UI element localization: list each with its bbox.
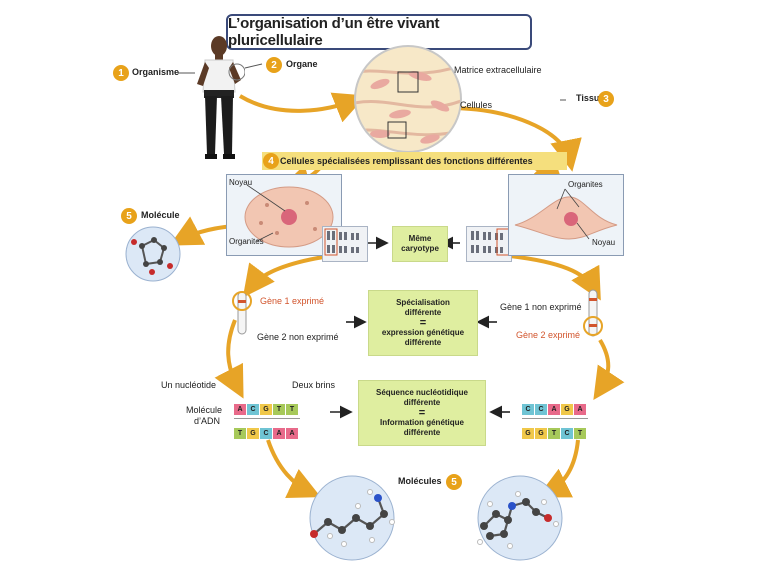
step-2-badge: 2: [266, 57, 282, 73]
right-cell-panel: [508, 174, 624, 256]
chromosome-right: [583, 289, 603, 337]
right-cell-image: [514, 188, 618, 240]
step-5-badge-bottom: 5: [446, 474, 462, 490]
arrow-to-mol-left: [266, 439, 321, 499]
arrow-to-gene-right: [509, 254, 601, 301]
nucleotide-g: G: [535, 428, 547, 439]
specialisation-line-2: différente: [404, 308, 442, 317]
specialisation-line-4: expression génétique: [381, 328, 465, 337]
person-figure: [197, 36, 245, 159]
arrow-tissu-cellules: [454, 106, 582, 172]
left-noyau-label: Noyau: [229, 178, 253, 187]
caryotype-line-2: caryotype: [401, 244, 439, 253]
molecule-adn-label-2: d’ADN: [194, 416, 221, 426]
meme-caryotype-box: Même caryotype: [392, 226, 448, 262]
chromosome-left: [232, 291, 252, 335]
step-3-badge: 3: [598, 91, 614, 107]
sequence-line-2: différente: [403, 398, 441, 407]
nucleotide-a: A: [286, 428, 298, 439]
arrow-organe-tissu: [238, 92, 367, 123]
gene1-exprime-left: Gène 1 exprimé: [260, 296, 325, 306]
cellules-specialisees-banner: Cellules spécialisées remplissant des fo…: [262, 152, 567, 170]
specialisation-box: Spécialisation différente = expression g…: [368, 290, 478, 356]
nucleotide-t: T: [548, 428, 560, 439]
matrice-label: Matrice extracellulaire: [454, 65, 542, 75]
organe-label: Organe: [286, 59, 318, 69]
cellules-specialisees-label: Cellules spécialisées remplissant des fo…: [280, 156, 533, 166]
sequence-line-5: différente: [403, 428, 441, 437]
molecules-label: Molécules: [398, 476, 442, 486]
page-title: L’organisation d’un être vivant pluricel…: [226, 14, 532, 50]
arrow-to-dna-left: [214, 319, 244, 399]
nucleotide-g: G: [260, 404, 272, 415]
specialisation-line-3: =: [419, 317, 427, 329]
right-organites-label: Organites: [568, 180, 603, 189]
cellules-label: Cellules: [460, 100, 493, 110]
molecule-sphere-bottom-right: [477, 475, 563, 561]
sequence-line-4: Information génétique: [380, 418, 464, 427]
organisme-label: Organisme: [132, 67, 180, 77]
step-1-badge: 1: [113, 65, 129, 81]
nucleotide-t: T: [234, 428, 246, 439]
nucleotide-c: C: [247, 404, 259, 415]
nucleotide-g: G: [561, 404, 573, 415]
right-noyau-label: Noyau: [592, 238, 616, 247]
sequence-line-3: =: [418, 407, 426, 419]
right-karyotype: [466, 226, 512, 262]
molecule-adn-label-1: Molécule: [186, 405, 223, 415]
molecule-label: Molécule: [141, 210, 180, 220]
nucleotide-g: G: [522, 428, 534, 439]
nucleotide-label: Un nucléotide: [161, 380, 217, 390]
nucleotide-a: A: [234, 404, 246, 415]
nucleotide-t: T: [273, 404, 285, 415]
molecule-sphere-left: [125, 226, 181, 282]
gene2-non-exprime-left: Gène 2 non exprimé: [257, 332, 339, 342]
nucleotide-c: C: [561, 428, 573, 439]
step-5-badge-left: 5: [121, 208, 137, 224]
gene1-non-exprime-right: Gène 1 non exprimé: [500, 302, 582, 312]
deux-brins-label: Deux brins: [292, 380, 336, 390]
nucleotide-c: C: [522, 404, 534, 415]
arrow-to-gene-left: [242, 254, 331, 298]
nucleotide-c: C: [260, 428, 272, 439]
nucleotide-a: A: [548, 404, 560, 415]
tissu-label: Tissu: [576, 93, 600, 103]
nucleotide-t: T: [574, 428, 586, 439]
specialisation-line-1: Spécialisation: [396, 298, 450, 307]
caryotype-line-1: Même: [408, 234, 432, 243]
nucleotide-a: A: [273, 428, 285, 439]
nucleotide-a: A: [574, 404, 586, 415]
arrow-to-mol-right: [537, 439, 580, 498]
sequence-box: Séquence nucléotidique différente = Info…: [358, 380, 486, 446]
arrow-to-dna-right: [593, 338, 625, 400]
specialisation-line-5: différente: [404, 338, 442, 347]
tissue-image: [354, 45, 462, 153]
molecule-sphere-bottom-left: [309, 475, 395, 561]
left-cell-image: [244, 184, 334, 248]
nucleotide-t: T: [286, 404, 298, 415]
nucleotide-c: C: [535, 404, 547, 415]
left-organites-label: Organites: [229, 237, 264, 246]
left-karyotype: [322, 226, 368, 262]
gene2-exprime-right: Gène 2 exprimé: [516, 330, 581, 340]
nucleotide-g: G: [247, 428, 259, 439]
sequence-line-1: Séquence nucléotidique: [375, 388, 468, 397]
step-4-badge: 4: [263, 153, 279, 169]
